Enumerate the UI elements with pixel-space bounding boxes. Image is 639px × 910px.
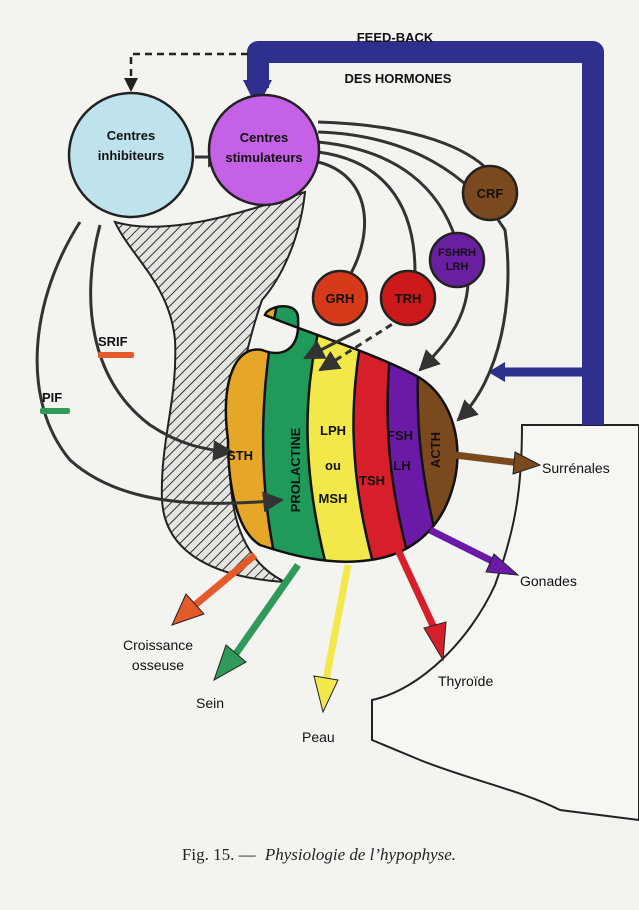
crf-circle xyxy=(461,164,519,222)
lh-label: LH xyxy=(393,458,410,473)
hatched-stalk xyxy=(113,190,307,583)
arrow-sein xyxy=(232,562,301,658)
lph-label: LPH xyxy=(320,423,346,438)
centres-inhibiteurs-circle xyxy=(67,91,195,219)
fshrh-lrh-circle xyxy=(428,231,486,289)
croissance-label-1: Croissance xyxy=(123,637,193,653)
caption-fig: Fig. 15. — xyxy=(182,845,257,864)
feedback-label-1: FEED-BACK xyxy=(357,30,434,45)
lrh-label: LRH xyxy=(446,261,469,273)
stim-label-1: Centres xyxy=(240,130,288,145)
feedback-dashed-line xyxy=(129,52,248,80)
feedback-arrowhead xyxy=(243,80,272,108)
feedback-branch-arrowhead xyxy=(488,362,505,382)
tsh-label: TSH xyxy=(359,473,385,488)
grh-label: GRH xyxy=(326,291,355,306)
thyroide-label: Thyroïde xyxy=(438,673,493,689)
fshrh-label: FSHRH xyxy=(438,247,476,259)
centres-stimulateurs-circle xyxy=(207,93,321,207)
srif-color-bar xyxy=(98,352,134,358)
anterior-pituitary-outline xyxy=(224,305,459,563)
trh-circle xyxy=(379,269,437,327)
inhib-label-1: Centres xyxy=(107,128,155,143)
arrow-surrenales xyxy=(454,451,521,467)
feedback-band xyxy=(247,41,604,425)
inhib-label-2: inhibiteurs xyxy=(98,148,164,163)
peau-label: Peau xyxy=(302,729,335,745)
acth-label: ACTH xyxy=(428,432,443,468)
sein-label: Sein xyxy=(196,695,224,711)
arrow-croissance xyxy=(192,552,258,608)
gonades-label: Gonades xyxy=(520,573,577,589)
croissance-label-2: osseuse xyxy=(132,657,184,673)
target-organ-frame xyxy=(371,424,639,822)
fsh-label: FSH xyxy=(387,428,413,443)
band-tsh xyxy=(353,306,415,562)
pif-color-bar xyxy=(40,408,70,414)
figure-caption: Fig. 15. — Physiologie de l’hypophyse. xyxy=(182,845,456,864)
pif-label: PIF xyxy=(42,390,62,405)
sth-label: STH xyxy=(227,448,253,463)
surrenales-label: Surrénales xyxy=(542,460,610,476)
stim-label-2: stimulateurs xyxy=(225,150,302,165)
feedback-dashed-arrowhead xyxy=(124,78,138,92)
caption-title: Physiologie de l’hypophyse. xyxy=(264,845,456,864)
arrow-gonades xyxy=(428,526,502,569)
arrow-peau xyxy=(322,564,352,681)
msh-label: MSH xyxy=(319,491,348,506)
crf-label: CRF xyxy=(477,186,504,201)
prolactine-label: PROLACTINE xyxy=(288,427,303,512)
connector-lines xyxy=(35,120,510,513)
feedback-label-2: DES HORMONES xyxy=(345,71,452,86)
output-arrows xyxy=(171,451,542,714)
trh-label: TRH xyxy=(395,291,422,306)
ou-label: ou xyxy=(325,458,341,473)
srif-label: SRIF xyxy=(98,334,128,349)
grh-circle xyxy=(311,269,369,327)
arrow-thyroide xyxy=(394,548,439,632)
